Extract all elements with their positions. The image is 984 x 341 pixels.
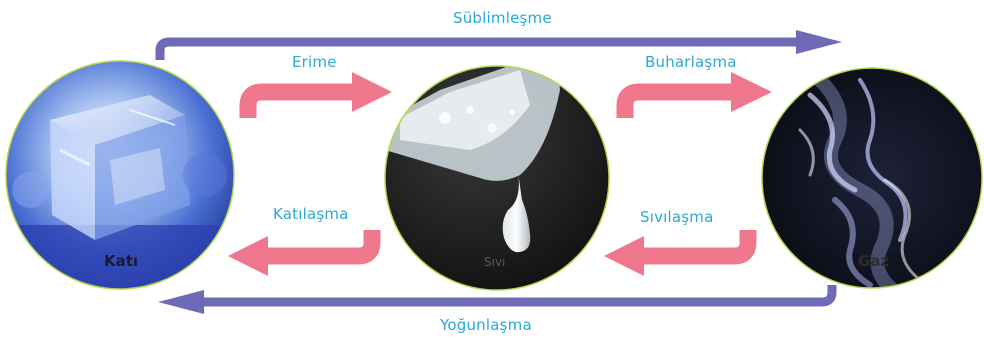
evaporation-arrow <box>625 72 772 118</box>
liquid-state-label: Sıvı <box>484 255 505 269</box>
sublimation-arrow <box>160 30 842 60</box>
sublimation-label: Süblimleşme <box>453 9 552 27</box>
melting-label: Erime <box>292 53 337 71</box>
gas-state-label: Gaz <box>858 252 889 270</box>
melting-arrow <box>248 72 392 118</box>
liquefaction-label: Sıvılaşma <box>640 208 714 226</box>
evaporation-label: Buharlaşma <box>645 53 737 71</box>
condensation-label: Yoğunlaşma <box>440 316 532 334</box>
liquefaction-arrow <box>604 230 748 276</box>
solid-state-label: Katı <box>104 252 138 270</box>
freezing-label: Katılaşma <box>273 205 349 223</box>
liquid-water-image <box>385 50 609 290</box>
freezing-arrow <box>228 230 372 276</box>
